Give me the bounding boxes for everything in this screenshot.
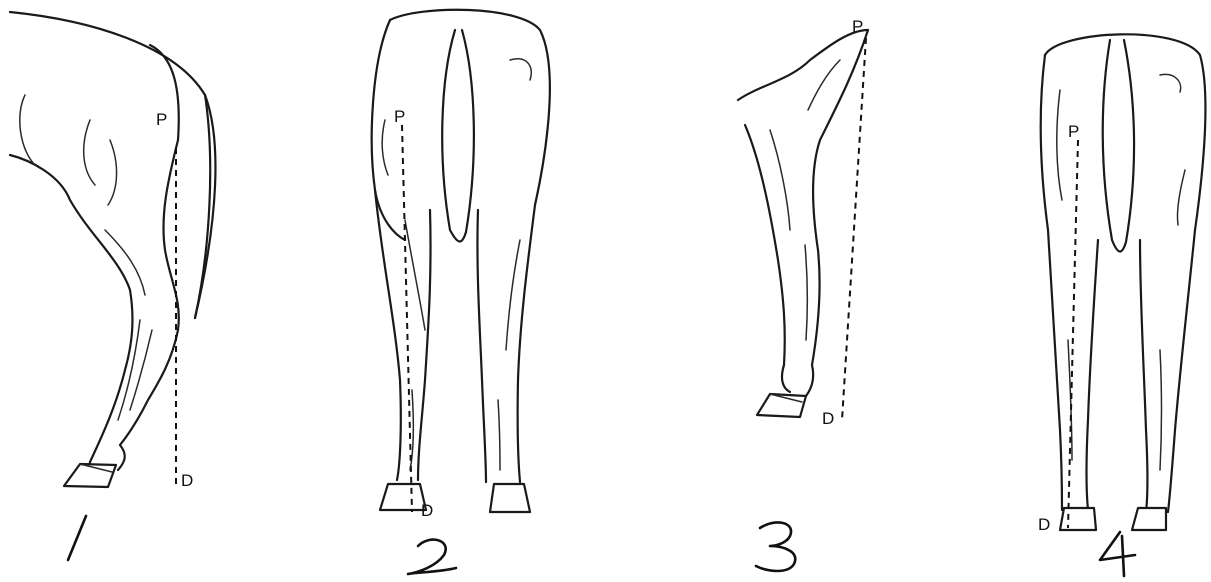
panel-2-leg-drawing (372, 10, 550, 512)
panel-4-leg-drawing (1041, 34, 1206, 530)
panel-4-number (1100, 532, 1135, 576)
panel-1-label-p: P (156, 110, 167, 129)
panel-4-label-d: D (1038, 515, 1050, 534)
panel-2: P D (372, 10, 550, 574)
panel-4: P D (1038, 34, 1205, 576)
panel-3-plumb-line (842, 38, 866, 420)
panel-1-label-d: D (181, 471, 193, 490)
panel-1: P D (10, 12, 215, 560)
panel-3: P D (738, 17, 868, 571)
panel-1-leg-drawing (10, 12, 215, 487)
panel-3-label-p: P (852, 17, 863, 36)
panel-2-label-p: P (394, 107, 405, 126)
panel-4-plumb-line (1068, 140, 1078, 528)
panel-3-leg-drawing (738, 30, 868, 417)
panel-1-number (68, 516, 86, 560)
panel-3-label-d: D (822, 409, 834, 428)
panel-2-label-d: D (421, 501, 433, 520)
panel-4-label-p: P (1068, 122, 1079, 141)
panel-2-plumb-line (402, 125, 412, 512)
panel-3-number (756, 522, 795, 571)
panel-2-number (408, 540, 456, 574)
